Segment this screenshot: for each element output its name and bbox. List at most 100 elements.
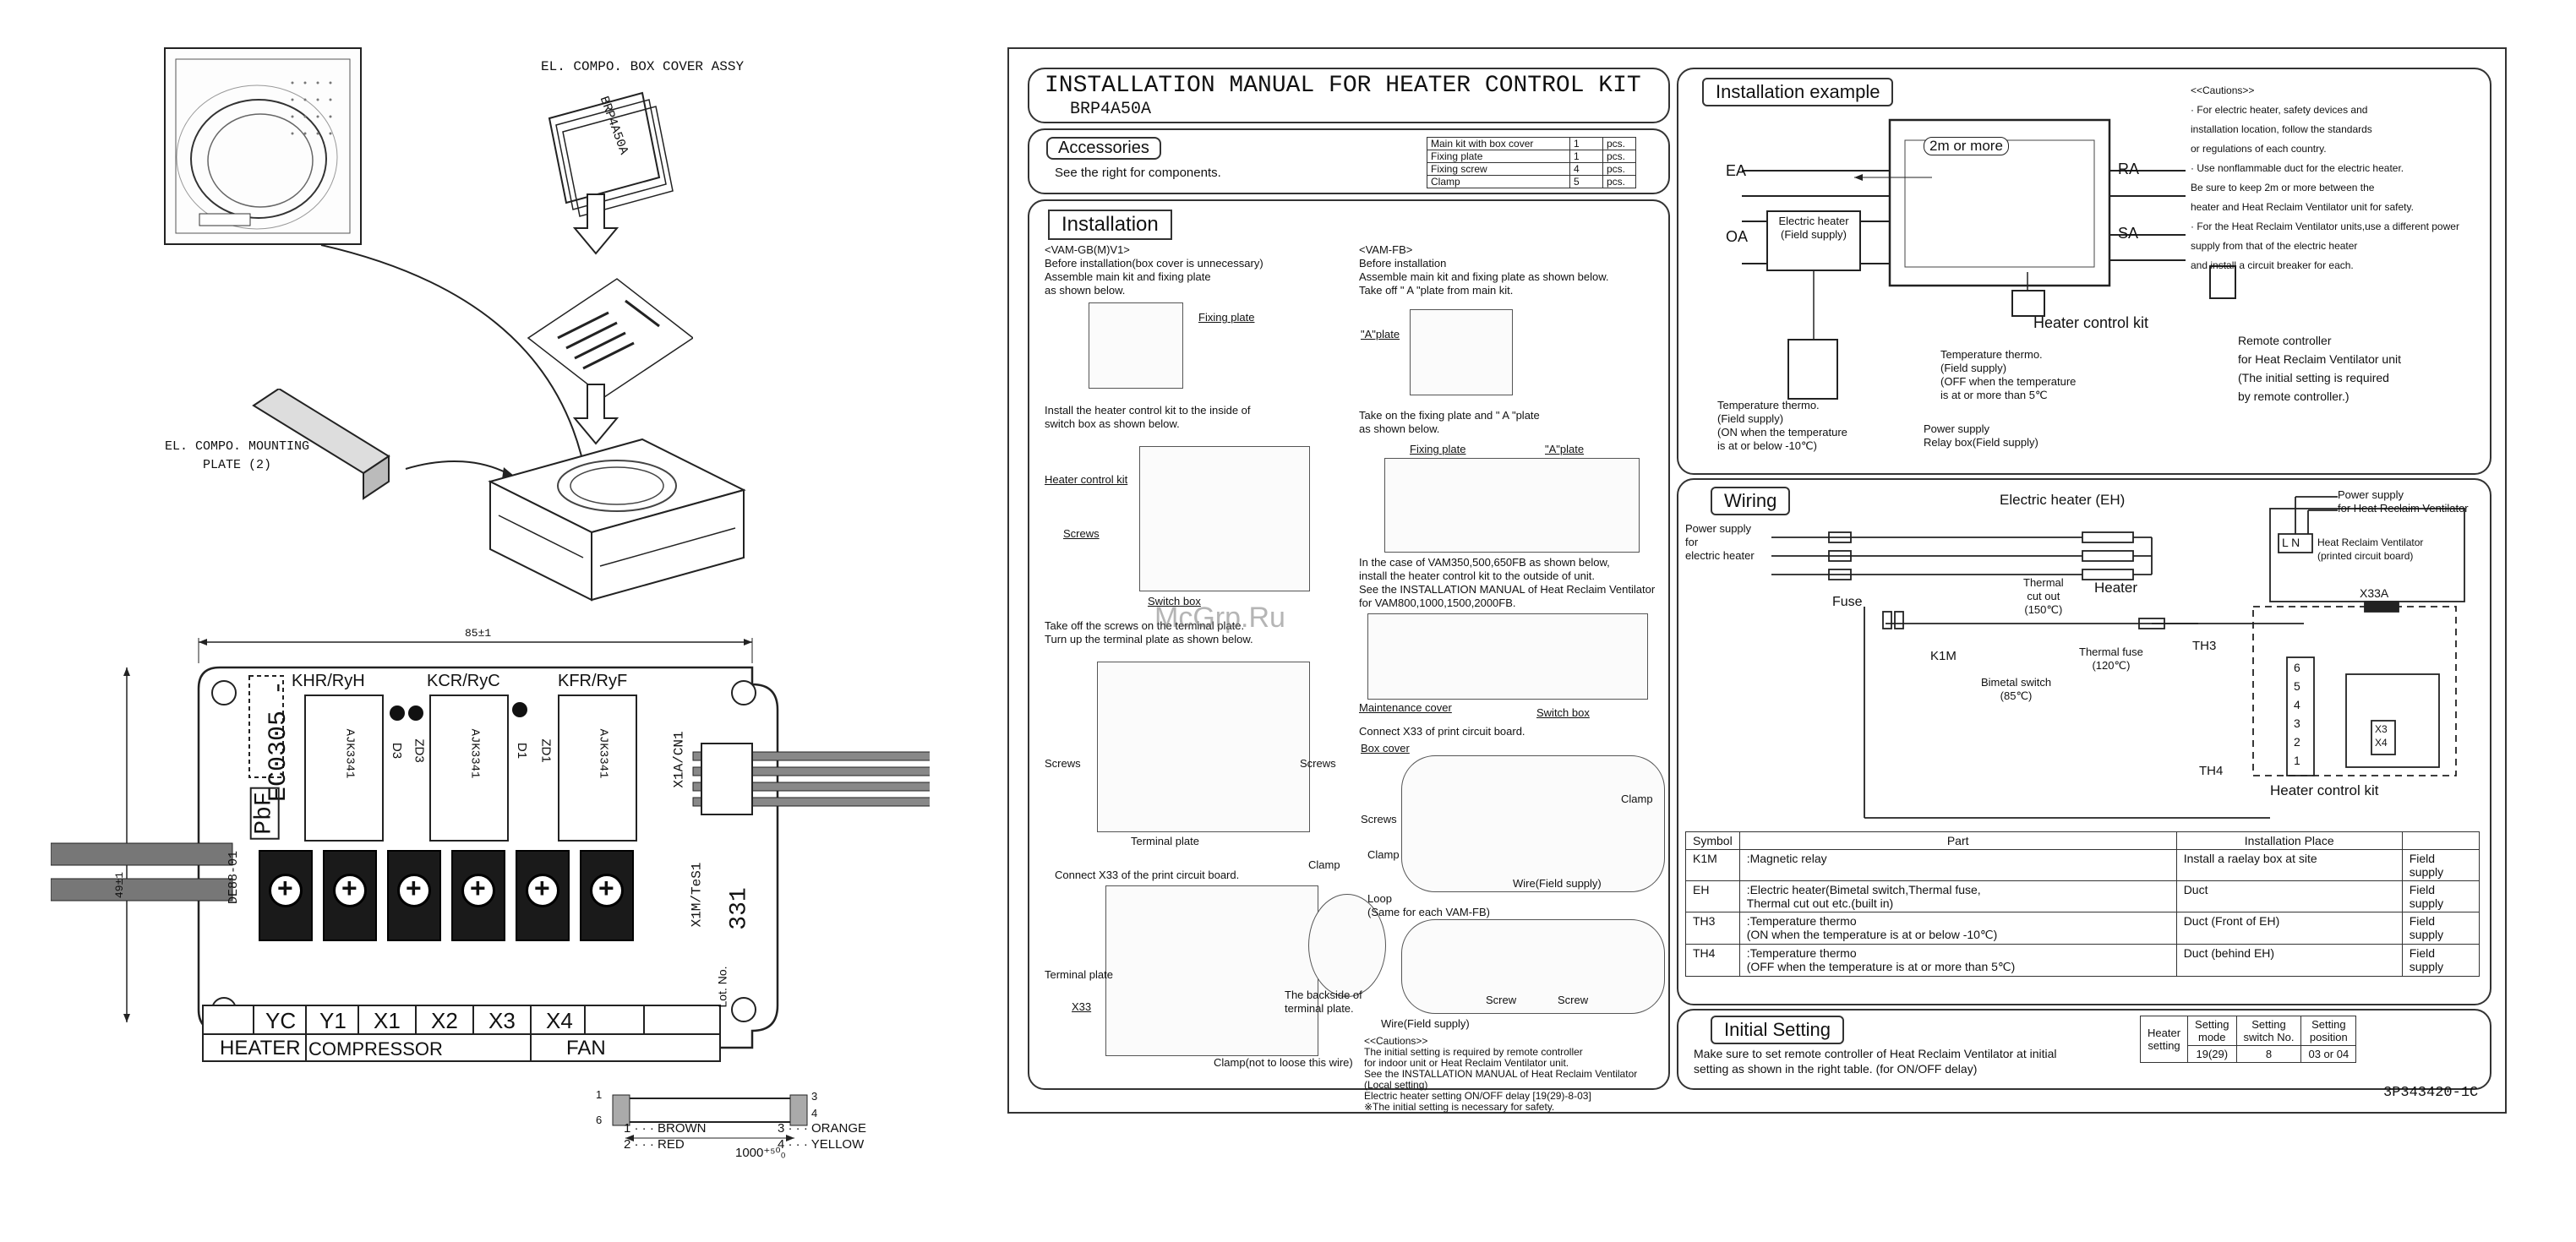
installation-heading: Installation (1048, 210, 1172, 240)
x33-label: X33 (1072, 1000, 1092, 1013)
cell-symbol: EH (1685, 880, 1740, 912)
switch-box-label: Switch box (1148, 595, 1201, 607)
terminal-plate-label: Terminal plate (1131, 835, 1199, 847)
acc-qty: 1 (1569, 137, 1603, 150)
screws-right-label: Screws (1300, 757, 1336, 770)
heater-control-kit-label: Heater control kit (1045, 473, 1128, 486)
a-plate-label: "A"plate (1361, 328, 1400, 340)
d1-label: D1 (515, 742, 530, 760)
clamp-label-3: Clamp (1621, 793, 1653, 805)
value-setting-mode: 19(29) (2187, 1045, 2237, 1063)
cell-part: :Electric heater(Bimetal switch,Thermal … (1738, 880, 2177, 912)
col-part: Part (1738, 831, 2177, 850)
fig-box-cover (1401, 755, 1665, 892)
screws-label: Screws (1063, 527, 1100, 540)
screw-icon (526, 873, 559, 907)
acc-item: Clamp (1427, 175, 1570, 188)
terminal-x2 (451, 850, 505, 941)
terminal-x3 (516, 850, 570, 941)
kit-photo-drawing (175, 58, 351, 234)
d3-label: D3 (390, 742, 405, 760)
acc-unit: pcs. (1602, 175, 1636, 188)
x4-label: X4 (2375, 737, 2388, 749)
loop-label: Loop (Same for each VAM-FB) (1367, 892, 1490, 918)
group-compressor: COMPRESSOR (308, 1038, 443, 1060)
a-plate-label-2: "A"plate (1545, 443, 1585, 455)
pin-1: 1 (596, 1088, 603, 1101)
wire-legend-3: 3 · · · ORANGE (778, 1121, 867, 1136)
hrv-board-label: Heat Reclaim Ventilator (printed circuit… (2317, 537, 2424, 562)
vam-gb-text: <VAM-GB(M)V1> Before installation(box co… (1045, 243, 1263, 297)
symbol-table: Symbol Part Installation Place K1M :Magn… (1685, 831, 2480, 977)
vam-fb-text: <VAM-FB> Before installation Assemble ma… (1359, 243, 1609, 297)
cell-part: :Temperature thermo (ON when the tempera… (1738, 912, 2177, 945)
exploded-view: EL. COMPO. BOX COVER ASSY BRP4A50A EL. C… (152, 34, 913, 602)
terminal-x4 (580, 850, 634, 941)
assembly-arrows (527, 91, 693, 445)
bimetal-label: Bimetal switch (85℃) (1981, 676, 2052, 702)
title-panel: INSTALLATION MANUAL FOR HEATER CONTROL K… (1028, 68, 1670, 123)
value-position: 03 or 04 (2300, 1045, 2357, 1063)
cell-part: :Magnetic relay (1738, 849, 2177, 881)
wiring-diagram (1771, 496, 2465, 819)
ra-label: RA (2118, 161, 2140, 177)
lot-value: 331 (726, 887, 753, 930)
th4-label: TH4 (2199, 764, 2224, 778)
kit-photo (164, 47, 362, 245)
terminal-plate-label-2: Terminal plate (1045, 968, 1113, 981)
temp-thermo-off-label: Temperature thermo. (Field supply) (OFF … (1940, 348, 2077, 401)
acc-qty: 1 (1569, 150, 1603, 163)
accessories-text: See the right for components. (1055, 166, 1221, 180)
col-switch-no: Setting switch No. (2235, 1016, 2302, 1046)
el-compo-box (488, 438, 746, 602)
example-cautions: <<Cautions>> · For electric heater, safe… (2191, 84, 2459, 271)
temp-thermo-on-label: Temperature thermo. (Field supply) (ON w… (1717, 399, 1847, 452)
terminal-y1 (323, 850, 377, 941)
acc-unit: pcs. (1602, 137, 1636, 150)
initial-setting-text: Make sure to set remote controller of He… (1694, 1047, 2057, 1076)
table-row: TH4 :Temperature thermo (OFF when the te… (1685, 944, 2480, 977)
cautions-initial: <<Cautions>> The initial setting is requ… (1364, 1035, 1638, 1113)
installation-panel: Installation <VAM-GB(M)V1> Before instal… (1028, 199, 1670, 1113)
screw-label-2: Screw (1558, 994, 1589, 1006)
connect-x33-text-2: Connect X33 of print circuit board. (1359, 725, 1525, 738)
cell-place: Install a raelay box at site (2175, 849, 2403, 881)
relay-kfr: AJK3341 (558, 695, 637, 842)
terminal-label-y1: Y1 (319, 1008, 347, 1033)
ea-label: EA (1726, 162, 1747, 179)
sa-label: SA (2118, 225, 2139, 242)
cell-place: Duct (2175, 880, 2403, 912)
remote-controller-icon (2209, 265, 2236, 299)
screw-icon (333, 873, 367, 907)
acc-qty: 5 (1569, 175, 1603, 188)
group-fan: FAN (566, 1037, 606, 1060)
acc-item: Fixing screw (1427, 162, 1570, 176)
lot-no-label: Lot. No. (715, 966, 729, 1008)
cell-supply: Field supply (2401, 912, 2480, 945)
group-heater: HEATER (220, 1037, 301, 1060)
relay-label-1: KHR/RyH (292, 672, 365, 690)
acc-item: Fixing plate (1427, 150, 1570, 163)
terminal-label-x1: X1 (374, 1008, 401, 1033)
fixing-plate-label: Fixing plate (1198, 311, 1255, 324)
box-cover-label: Box cover (1361, 742, 1410, 754)
cell-supply: Field supply (2401, 849, 2480, 881)
terminal-label-x3: X3 (488, 1008, 516, 1033)
x1m-tes1-label: X1M/TeS1 (689, 862, 705, 928)
fixing-plate-label-2: Fixing plate (1410, 443, 1466, 455)
table-row: K1M :Magnetic relay Install a raelay box… (1685, 849, 2480, 881)
relay-chip-2: AJK3341 (467, 728, 482, 779)
fig-loop (1401, 919, 1665, 1014)
table-row: TH3 :Temperature thermo (ON when the tem… (1685, 912, 2480, 945)
example-heading: Installation example (1702, 78, 1894, 106)
backside-label: The backside of terminal plate. (1285, 989, 1362, 1015)
pcb-code: EC0305 - (265, 679, 294, 803)
value-switch-no: 8 (2235, 1045, 2302, 1063)
wire-legend-4: 4 · · · YELLOW (778, 1137, 865, 1152)
mounting-plate (252, 389, 390, 500)
pin-6: 6 (596, 1114, 603, 1126)
initial-setting-heading: Initial Setting (1711, 1016, 1844, 1044)
pin-4: 4 (811, 1107, 818, 1119)
x3-label: X3 (2375, 723, 2388, 735)
col-place: Installation Place (2175, 831, 2403, 850)
